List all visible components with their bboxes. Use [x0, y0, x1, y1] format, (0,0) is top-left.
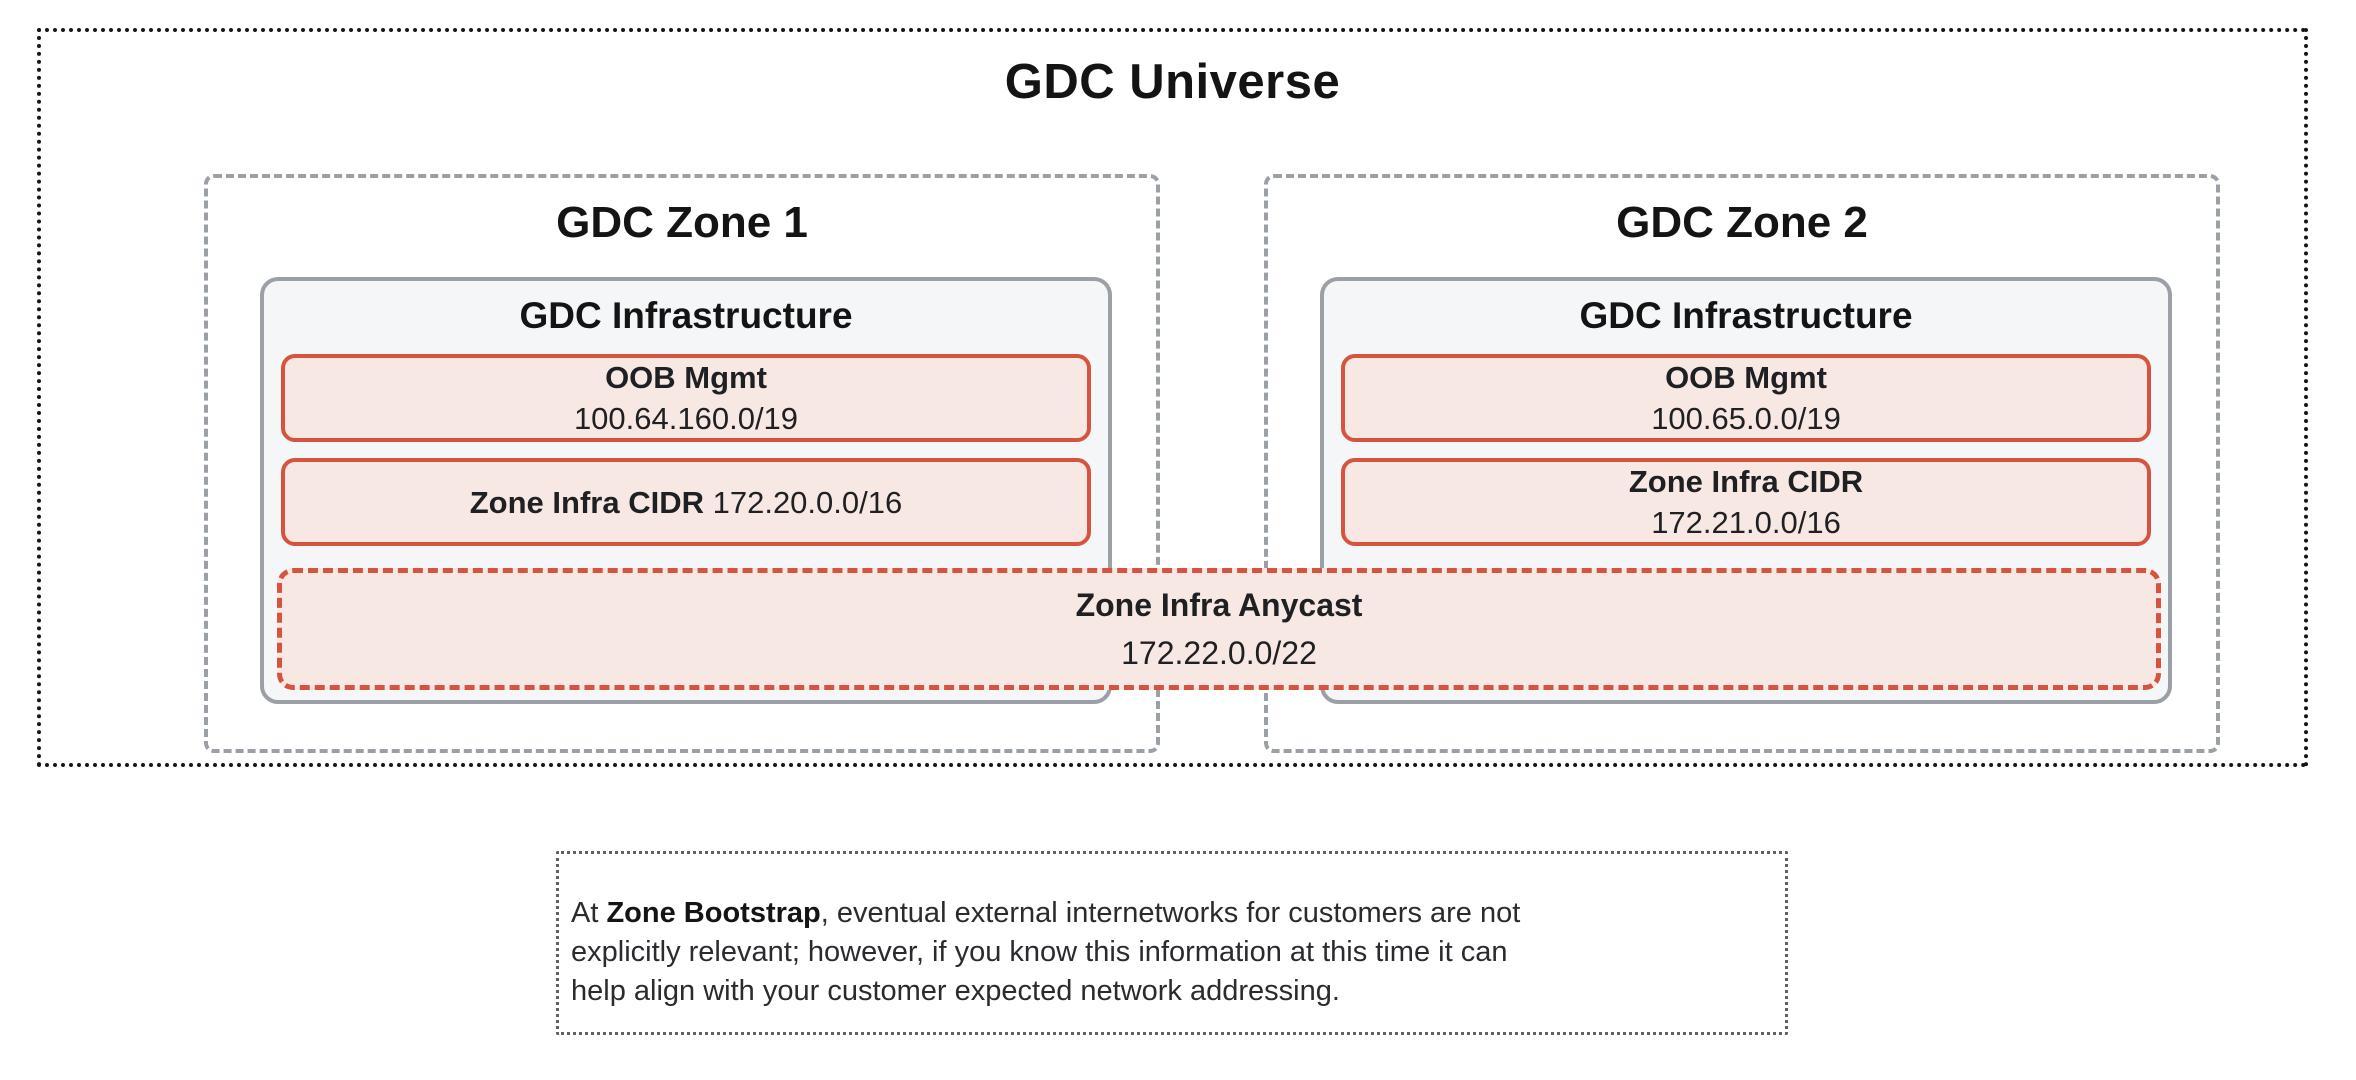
zone-1-infra-cidr-line: Zone Infra CIDR 172.20.0.0/16: [470, 482, 902, 523]
gdc-zone-1-title: GDC Zone 1: [556, 198, 808, 247]
gdc-zone-2-title: GDC Zone 2: [1616, 198, 1868, 247]
note-line-1-prefix: At: [571, 897, 607, 929]
zone-1-oob-mgmt-cidr: 100.64.160.0/19: [573, 401, 799, 436]
zone-1-infrastructure-title: GDC Infrastructure: [519, 295, 853, 336]
zone-2-infra-cidr-label: Zone Infra CIDR: [1628, 464, 1864, 499]
note-line-3: help align with your customer expected n…: [571, 975, 1340, 1007]
zone-2-oob-mgmt-box: OOB Mgmt 100.65.0.0/19: [1341, 354, 2151, 442]
zone-infra-anycast-box: Zone Infra Anycast 172.22.0.0/22: [277, 568, 2161, 690]
zone-bootstrap-note-box: At Zone Bootstrap, eventual external int…: [556, 851, 1788, 1035]
zone-1-oob-mgmt-label: OOB Mgmt: [605, 360, 767, 395]
zone-2-infrastructure-title: GDC Infrastructure: [1579, 295, 1913, 336]
zone-1-infra-cidr-label: Zone Infra CIDR: [469, 484, 704, 520]
zone-infra-anycast-label: Zone Infra Anycast: [1075, 587, 1363, 623]
note-line-1-bold: Zone Bootstrap: [606, 897, 821, 929]
zone-2-infra-cidr-value: 172.21.0.0/16: [1651, 505, 1841, 540]
zone-infra-anycast-cidr: 172.22.0.0/22: [1121, 635, 1317, 671]
zone-1-infra-cidr-value: 172.20.0.0/16: [712, 484, 903, 520]
note-line-1-rest: , eventual external internetworks for cu…: [820, 897, 1521, 929]
zone-1-oob-mgmt-box: OOB Mgmt 100.64.160.0/19: [281, 354, 1091, 442]
zone-1-infra-cidr-box: Zone Infra CIDR 172.20.0.0/16: [281, 458, 1091, 546]
note-line-1: At Zone Bootstrap, eventual external int…: [571, 894, 1767, 933]
note-line-2: explicitly relevant; however, if you kno…: [571, 936, 1508, 968]
gdc-universe-box: GDC Universe GDC Zone 1 GDC Infrastructu…: [37, 28, 2308, 767]
zone-2-infra-cidr-box: Zone Infra CIDR 172.21.0.0/16: [1341, 458, 2151, 546]
zone-2-oob-mgmt-label: OOB Mgmt: [1665, 360, 1827, 395]
zone-2-oob-mgmt-cidr: 100.65.0.0/19: [1651, 401, 1841, 436]
gdc-universe-title: GDC Universe: [1004, 55, 1341, 109]
